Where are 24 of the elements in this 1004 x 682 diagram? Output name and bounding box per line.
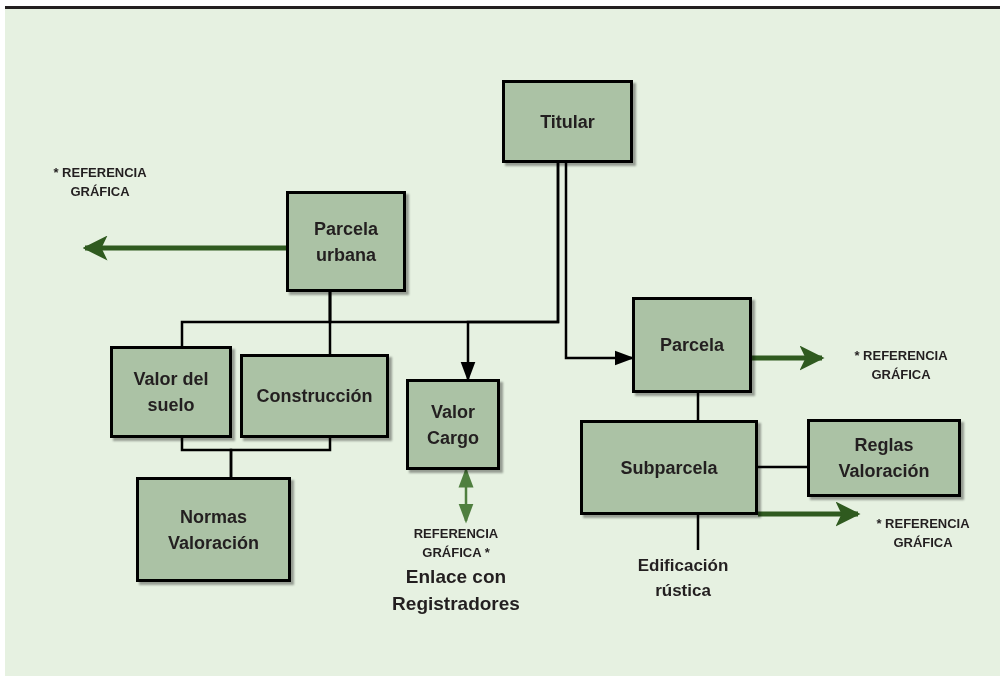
process-box: Construcción xyxy=(240,354,389,438)
process-box: Parcela xyxy=(632,297,752,393)
arrow xyxy=(82,235,286,261)
reference-text: Edificación rústica xyxy=(608,550,758,606)
reference-text: * REFERENCIA GRÁFICA xyxy=(822,343,980,387)
reference-text: * REFERENCIA GRÁFICA xyxy=(858,511,988,555)
process-box: Titular xyxy=(502,80,633,163)
reference-text: REFERENCIA GRÁFICA * xyxy=(394,521,518,565)
connector-line xyxy=(758,465,807,469)
arrow xyxy=(758,501,861,527)
process-box: Normas Valoración xyxy=(136,477,291,582)
connector-line xyxy=(328,292,332,354)
process-box: Valor del suelo xyxy=(110,346,232,438)
note-text: Enlace con Registradores xyxy=(391,565,521,616)
connector-line xyxy=(229,438,332,477)
arrow xyxy=(752,345,825,371)
process-box: Reglas Valoración xyxy=(807,419,961,497)
process-box: Subparcela xyxy=(580,420,758,515)
process-box: Valor Cargo xyxy=(406,379,500,470)
reference-text: * REFERENCIA GRÁFICA xyxy=(52,164,148,201)
connector-line xyxy=(696,515,700,550)
connector-line xyxy=(696,393,700,420)
connector-line xyxy=(328,163,560,324)
process-box: Parcela urbana xyxy=(286,191,406,292)
